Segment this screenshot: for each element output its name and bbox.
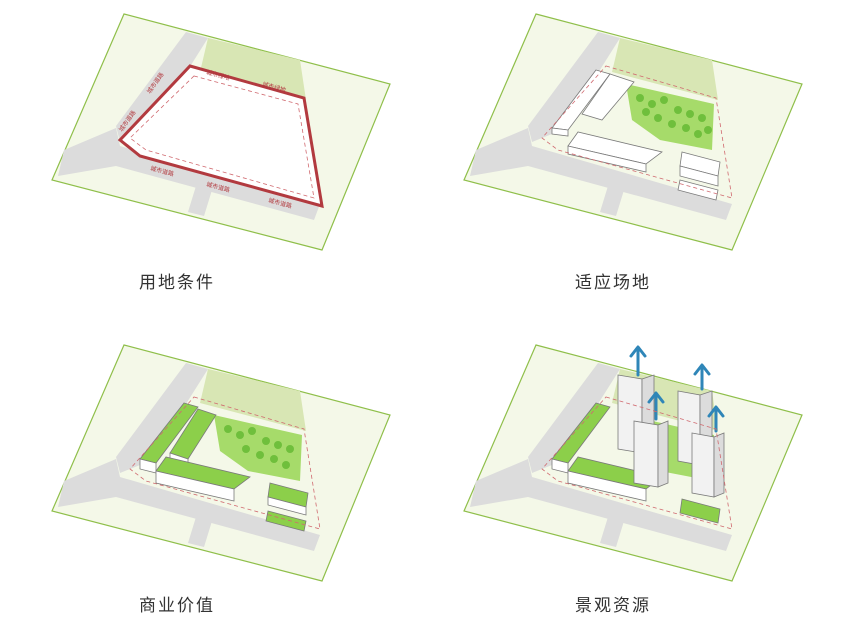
road-diagonal — [528, 32, 620, 142]
panel-landscape-resources: 景观资源 — [426, 319, 852, 638]
green-strip — [200, 38, 306, 100]
arrow-up-icon — [707, 405, 725, 433]
road-vertical — [188, 517, 212, 547]
tree-cluster — [224, 425, 294, 469]
arrow-up-icon — [647, 391, 665, 421]
site-conditions-diagram: 城市绿地 城市绿地 城市道路 城市道路 城市道路 城市道路 城市道路 — [51, 13, 391, 251]
panel-adapt-site: 适应场地 — [426, 0, 852, 319]
buildings — [551, 69, 721, 201]
panel-site-conditions: 城市绿地 城市绿地 城市道路 城市道路 城市道路 城市道路 城市道路 用地条件 — [0, 0, 426, 319]
road-diagonal — [528, 363, 620, 473]
view-arrows — [629, 345, 725, 433]
road-horizontal — [470, 459, 732, 551]
caption-adapt-site: 适应场地 — [575, 273, 651, 293]
caption-commercial-value: 商业价值 — [139, 596, 215, 616]
road-diagonal — [116, 32, 208, 142]
caption-landscape-resources: 景观资源 — [575, 596, 651, 616]
green-strip — [200, 369, 306, 431]
caption-site-conditions: 用地条件 — [139, 273, 215, 293]
road-horizontal — [470, 128, 732, 220]
green-strip — [612, 38, 718, 100]
road-vertical — [600, 186, 624, 216]
park-area — [214, 415, 302, 481]
landscape-resources-diagram — [463, 344, 803, 582]
tree-cluster — [636, 94, 712, 138]
buildings-green-roof — [139, 402, 309, 532]
road-horizontal — [58, 459, 320, 551]
site-plot — [117, 64, 324, 209]
panel-commercial-value: 商业价值 — [0, 319, 426, 638]
towers — [617, 374, 725, 498]
site-setback-line — [129, 75, 315, 199]
road-horizontal — [58, 128, 320, 220]
buildings-green-roof — [551, 402, 721, 524]
road-vertical — [600, 517, 624, 547]
park-area — [626, 84, 714, 150]
arrow-up-icon — [629, 345, 647, 377]
road-diagonal — [116, 363, 208, 473]
arrow-up-icon — [693, 363, 711, 391]
adapt-site-diagram — [463, 13, 803, 251]
commercial-value-diagram — [51, 344, 391, 582]
road-vertical — [188, 186, 212, 216]
